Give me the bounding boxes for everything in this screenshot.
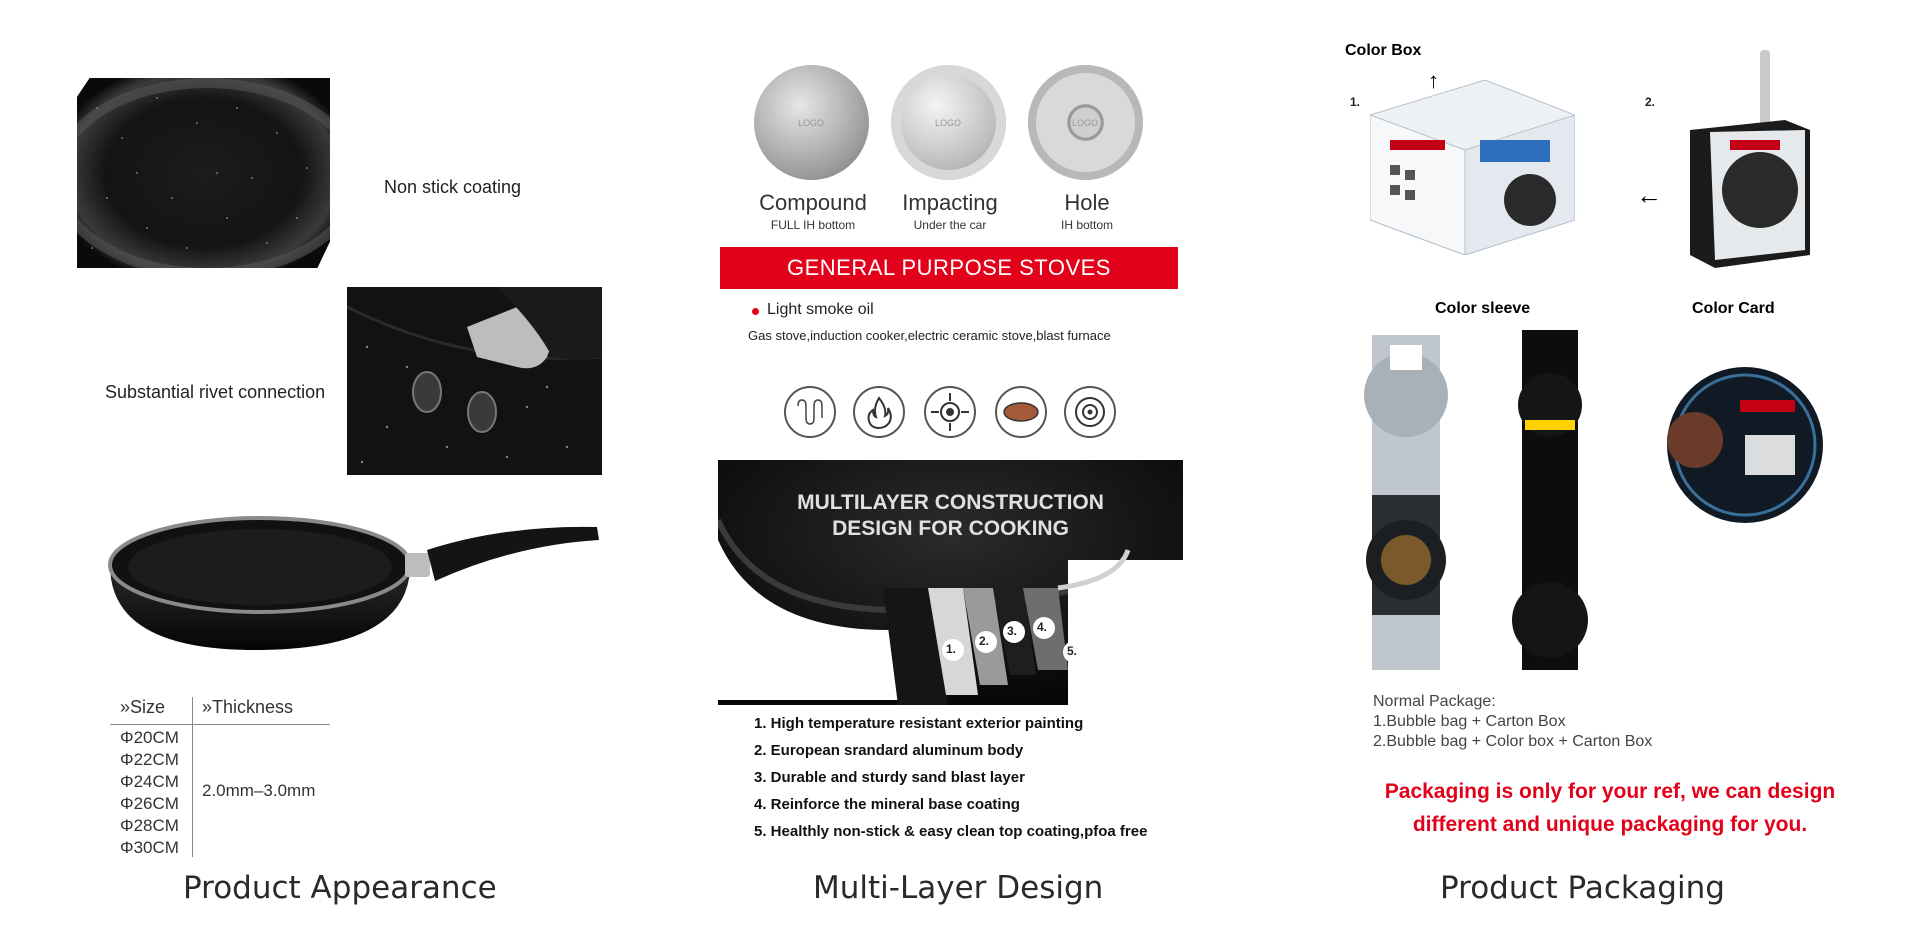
non-stick-coating-photo: [77, 78, 330, 268]
panel-title-line-1: MULTILAYER CONSTRUCTION: [797, 491, 1104, 514]
logo-placeholder: LOGO: [798, 118, 825, 128]
normal-package-title: Normal Package:: [1373, 693, 1496, 710]
panel-title-line-2: DESIGN FOR COOKING: [832, 517, 1069, 540]
rivet-illustration: [347, 287, 602, 475]
logo-placeholder: LOGO: [1072, 118, 1099, 128]
general-purpose-stoves-banner: GENERAL PURPOSE STOVES: [720, 247, 1178, 289]
packaging-custom-note: Packaging is only for your ref, we can d…: [1340, 775, 1880, 841]
layer-number: 3.: [1007, 624, 1018, 638]
product-packaging-title: Product Packaging: [1440, 870, 1725, 906]
coil-stove-icon: [784, 386, 836, 438]
layer-item: 5. Healthly non-stick & easy clean top c…: [754, 823, 1148, 840]
size-item: Φ30CM: [120, 838, 179, 857]
size-item: Φ20CM: [120, 728, 179, 747]
size-item: Φ22CM: [120, 750, 179, 769]
light-smoke-oil-label: Light smoke oil: [767, 301, 874, 318]
color-sleeve-heading: Color sleeve: [1435, 300, 1531, 317]
multi-layer-design-title: Multi-Layer Design: [813, 870, 1104, 906]
layer-item: 2. European srandard aluminum body: [754, 742, 1024, 759]
frying-pan-photo: [105, 505, 610, 655]
layer-number: 1.: [946, 642, 957, 656]
color-box-image: [1369, 79, 1576, 256]
layer-number: 4.: [1037, 620, 1048, 634]
multilayer-panel-title: MULTILAYER CONSTRUCTION DESIGN FOR COOKI…: [718, 490, 1183, 542]
layer-number: 2.: [979, 634, 990, 648]
bottom-sub-impacting: Under the car: [913, 218, 987, 232]
up-arrow-icon: ↑: [1428, 68, 1439, 93]
option-number-1: 1.: [1350, 95, 1361, 109]
bottom-name-compound: Compound: [759, 190, 867, 215]
color-box-with-pan-image: [1690, 50, 1815, 270]
note-line-1: Packaging is only for your ref, we can d…: [1384, 780, 1836, 803]
bullet-dot: [752, 308, 759, 315]
hole-bottom-image: [1028, 65, 1143, 180]
layer-item: 1. High temperature resistant exterior p…: [754, 715, 1084, 732]
multilayer-construction-panel: MULTILAYER CONSTRUCTION DESIGN FOR COOKI…: [718, 460, 1183, 705]
table-header-divider: [110, 724, 330, 725]
bottom-name-hole: Hole: [1064, 190, 1110, 215]
normal-package-block: Normal Package: 1.Bubble bag + Carton Bo…: [1373, 692, 1652, 752]
left-arrow-icon: ←: [1636, 180, 1662, 210]
bottom-name-impacting: Impacting: [902, 190, 998, 215]
note-line-2: different and unique packaging for you.: [1412, 813, 1808, 836]
bottom-sub-hole: IH bottom: [1060, 218, 1114, 232]
rivet-connection-label: Substantial rivet connection: [105, 382, 326, 402]
layer-item: 4. Reinforce the mineral base coating: [754, 796, 1020, 813]
table-column-divider: [192, 697, 193, 857]
normal-package-option-2: 2.Bubble bag + Color box + Carton Box: [1373, 733, 1653, 750]
color-card-heading: Color Card: [1692, 300, 1775, 317]
rivet-connection-photo: [347, 287, 602, 475]
option-number-2: 2.: [1645, 95, 1656, 109]
induction-icon: [1064, 386, 1116, 438]
frying-pan-illustration: [108, 516, 599, 650]
color-card-image: [1665, 365, 1825, 525]
color-sleeve-black-image: [1510, 330, 1590, 670]
layer-cross-section-illustration: [718, 460, 1183, 705]
product-appearance-title: Product Appearance: [183, 870, 497, 906]
color-sleeve-white-image: [1362, 335, 1450, 670]
flame-icon: [853, 386, 905, 438]
layer-list: 1. High temperature resistant exterior p…: [754, 715, 1147, 840]
thickness-value: 2.0mm–3.0mm: [202, 781, 316, 800]
non-stick-coating-label: Non stick coating: [384, 177, 522, 197]
size-item: Φ26CM: [120, 794, 179, 813]
ceramic-plate-icon: [995, 386, 1047, 438]
gas-burner-icon: [924, 386, 976, 438]
size-list: Φ20CM Φ22CM Φ24CM Φ26CM Φ28CM Φ30CM: [120, 727, 179, 859]
thickness-header: »Thickness: [202, 697, 294, 717]
layer-number: 5.: [1067, 644, 1078, 658]
size-item: Φ28CM: [120, 816, 179, 835]
normal-package-option-1: 1.Bubble bag + Carton Box: [1373, 713, 1566, 730]
coating-texture: [77, 78, 330, 268]
stoves-list-text: Gas stove,induction cooker,electric cera…: [748, 328, 1111, 343]
bottom-sub-compound: FULL IH bottom: [770, 218, 856, 232]
color-box-heading: Color Box: [1345, 42, 1422, 59]
compound-bottom-image: [754, 65, 869, 180]
size-table: »Size »Thickness Φ20CM Φ22CM Φ24CM Φ26CM…: [110, 697, 335, 857]
size-item: Φ24CM: [120, 772, 179, 791]
logo-placeholder: LOGO: [935, 118, 962, 128]
impacting-bottom-image: [891, 65, 1006, 180]
size-header: »Size: [120, 697, 166, 717]
layer-item: 3. Durable and sturdy sand blast layer: [754, 769, 1025, 786]
